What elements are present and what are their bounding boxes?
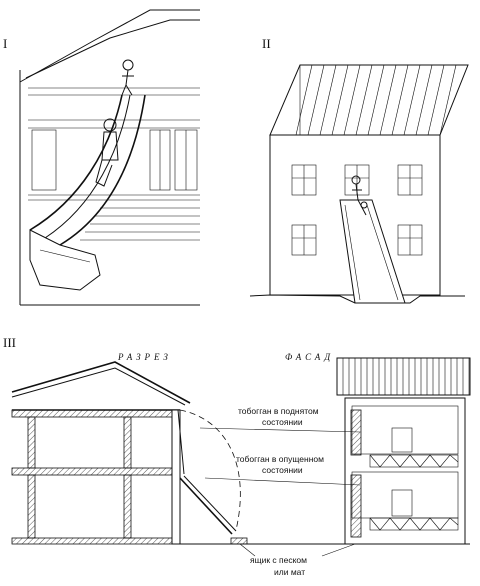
callout-raised-line2: состоянии — [262, 417, 303, 427]
callout-lowered-line2: состоянии — [262, 465, 303, 475]
facade-header: ФАСАД — [285, 352, 334, 362]
panel-2-drawing: II — [249, 36, 469, 304]
callout-sandbox-line2: или мат — [274, 567, 305, 577]
callout-sandbox-line1: ящик с песком — [250, 555, 307, 565]
panel-2-label: II — [262, 36, 271, 51]
panel-3-label: III — [3, 335, 16, 350]
panel-3-drawing: III РАЗРЕЗ ФАСАД — [3, 335, 471, 577]
section-header: РАЗРЕЗ — [117, 352, 172, 362]
callout-lowered-line1: тобогган в опущенном — [236, 454, 324, 464]
panel-1-label: I — [3, 36, 7, 51]
panel-1-drawing: I — [3, 9, 200, 306]
callout-raised-line1: тобогган в поднятом — [238, 406, 319, 416]
